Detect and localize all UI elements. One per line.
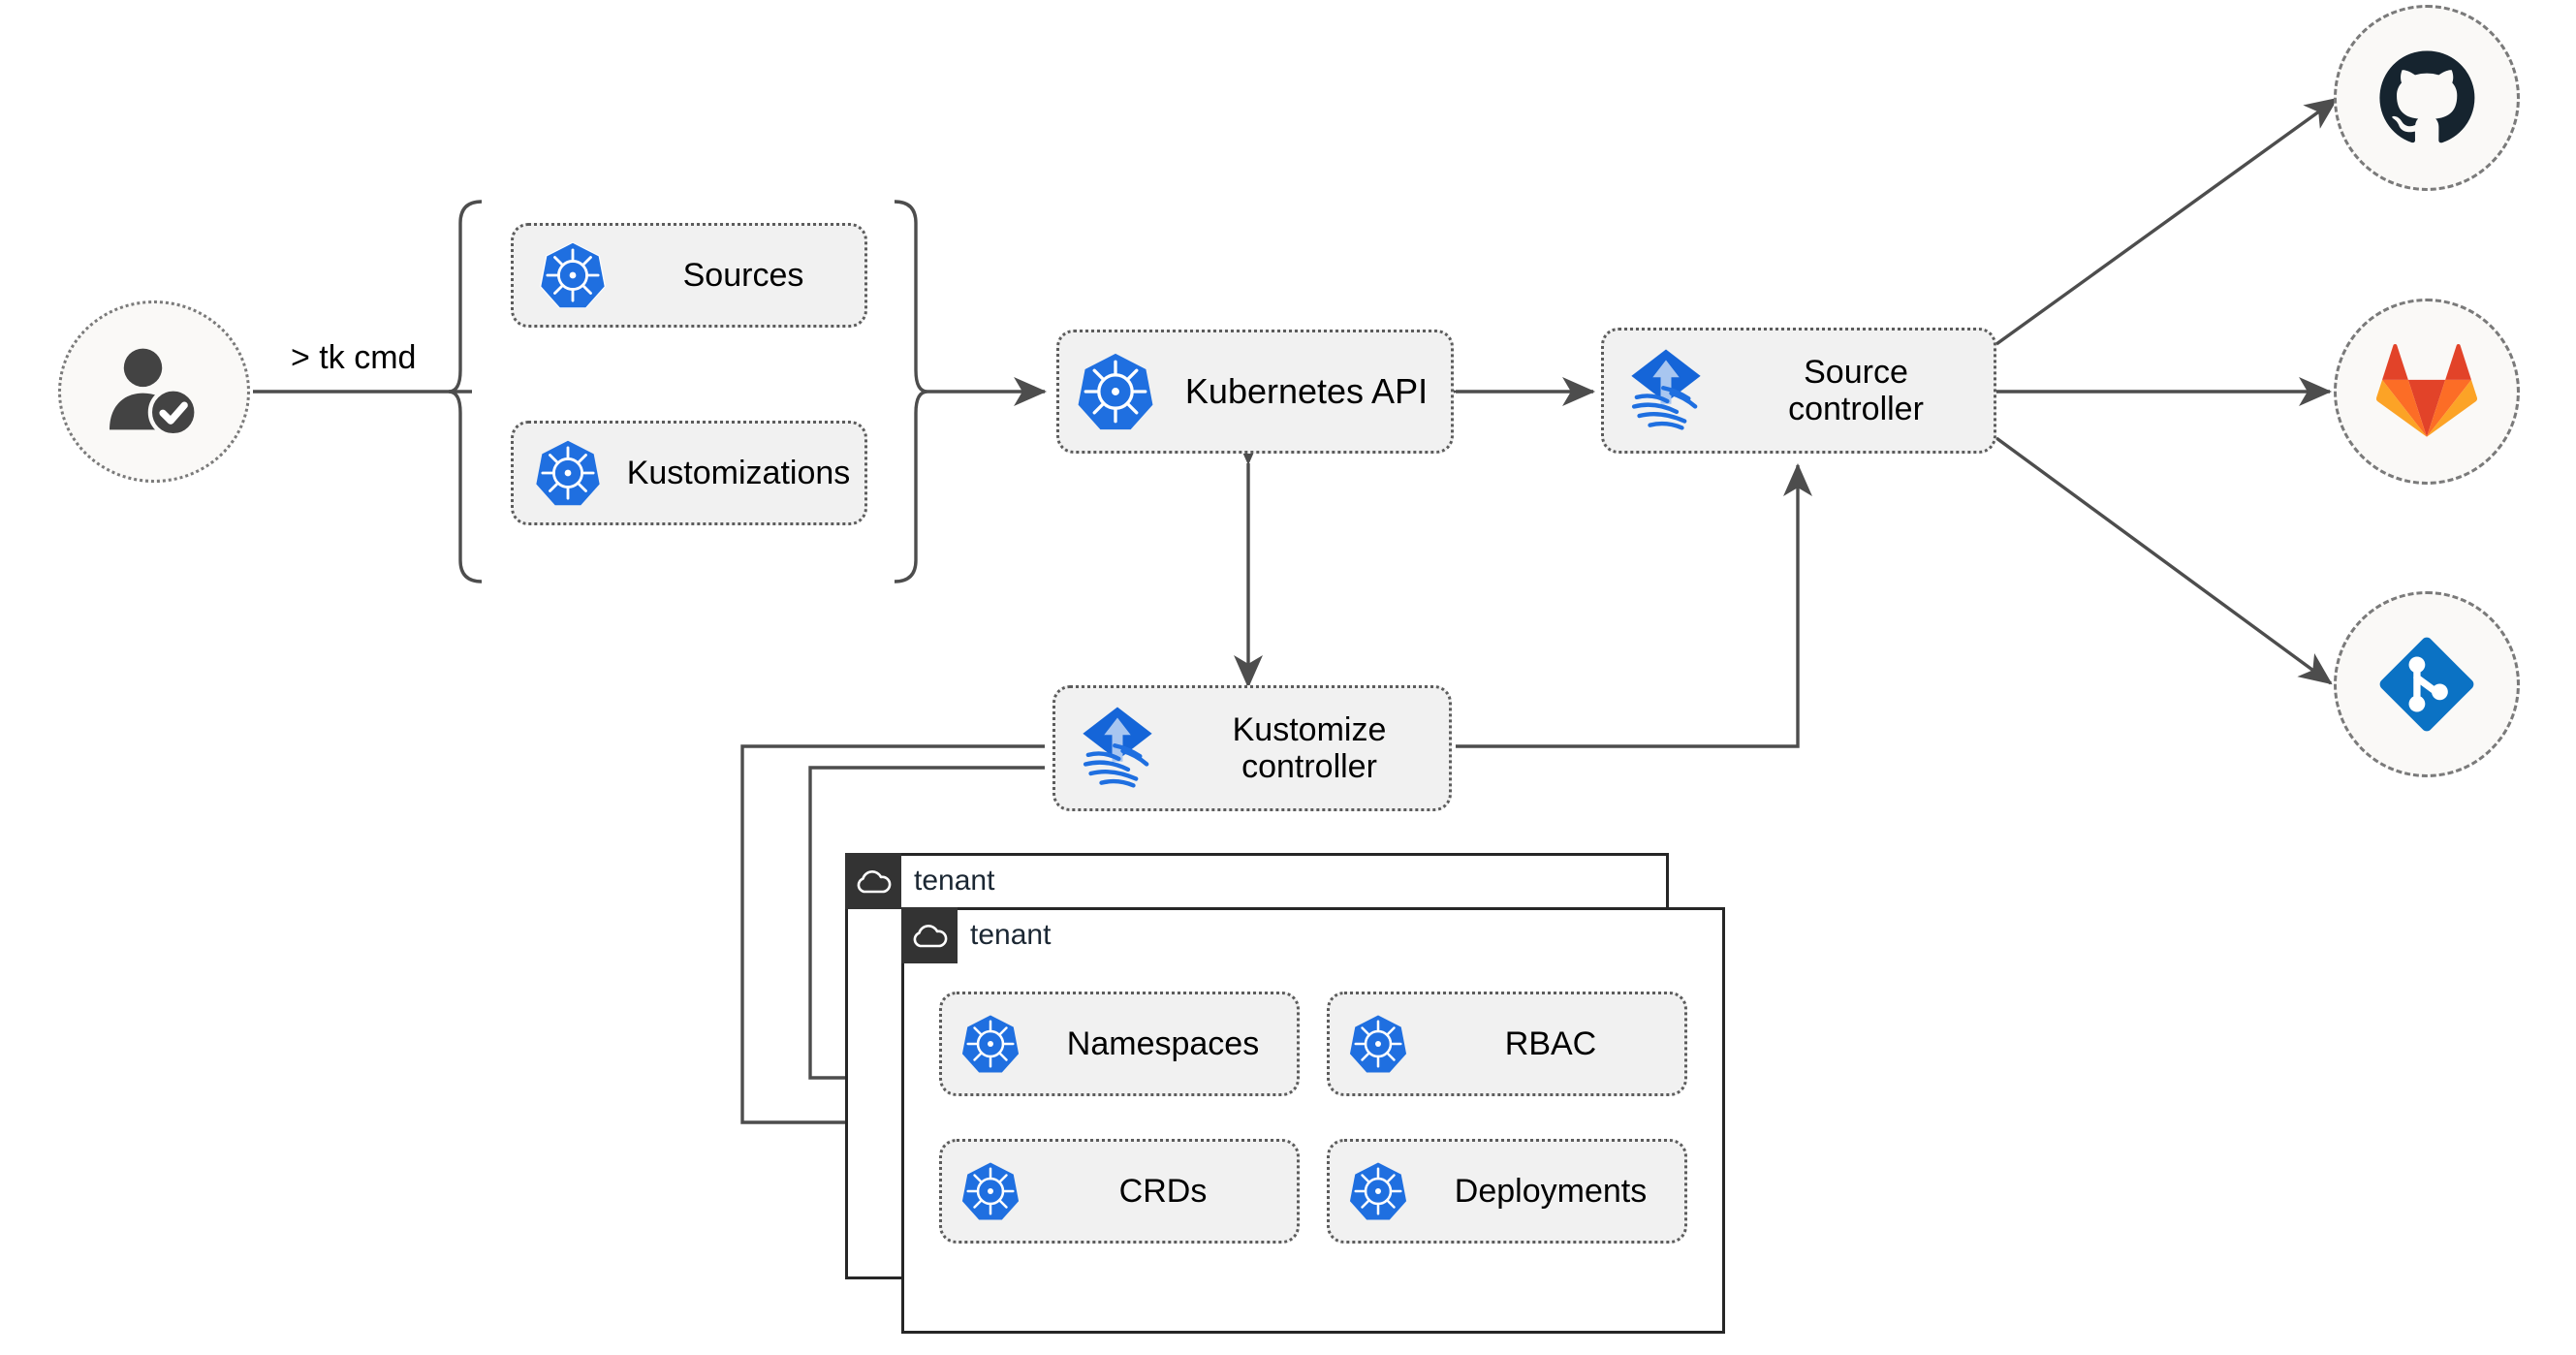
brace-left	[448, 200, 483, 583]
node-sources[interactable]: Sources	[511, 223, 867, 328]
cluster-title: tenant	[914, 865, 995, 897]
node-deployments[interactable]: Deployments	[1327, 1139, 1687, 1244]
node-label: Kubernetes API	[1184, 370, 1429, 411]
kubernetes-icon	[1330, 1159, 1427, 1223]
node-gitlab[interactable]	[2334, 299, 2520, 485]
kubernetes-icon	[942, 1159, 1039, 1223]
kubernetes-icon	[942, 1012, 1039, 1076]
flux-icon	[1055, 702, 1179, 795]
kubernetes-icon	[1330, 1012, 1427, 1076]
brace-right	[894, 200, 928, 583]
node-label: Source controller	[1788, 353, 1924, 427]
edge-source-to-github	[1995, 97, 2339, 346]
node-label: Namespaces	[1066, 1024, 1260, 1062]
edge-kustomize-to-source	[1456, 462, 1812, 748]
node-label: CRDs	[1118, 1172, 1208, 1210]
edge-source-to-azure	[1995, 436, 2333, 685]
node-label: Deployments	[1454, 1172, 1648, 1210]
node-label: Kustomize controller	[1232, 710, 1387, 785]
kubernetes-icon	[1059, 349, 1172, 434]
github-icon	[2376, 47, 2477, 148]
node-kustomizations[interactable]: Kustomizations	[511, 421, 867, 525]
node-source-controller[interactable]: Source controller	[1601, 328, 1996, 454]
cloud-icon	[854, 867, 893, 895]
node-rbac[interactable]: RBAC	[1327, 992, 1687, 1096]
cloud-icon-tab	[845, 853, 901, 909]
node-namespaces[interactable]: Namespaces	[939, 992, 1300, 1096]
command-label: > tk cmd	[291, 339, 417, 376]
gitlab-icon	[2375, 344, 2478, 439]
azure-devops-git-icon	[2372, 630, 2481, 739]
flux-icon	[1604, 344, 1728, 437]
kubernetes-icon	[514, 437, 622, 509]
cloud-icon	[910, 922, 949, 949]
node-label: Sources	[682, 256, 804, 294]
node-kubernetes-api[interactable]: Kubernetes API	[1056, 330, 1454, 454]
node-kustomize-controller[interactable]: Kustomize controller	[1052, 685, 1452, 811]
kubernetes-icon	[514, 239, 632, 311]
node-label: Kustomizations	[626, 454, 851, 491]
user-avatar[interactable]	[58, 300, 250, 483]
cloud-icon-tab	[901, 907, 958, 963]
cluster-title: tenant	[970, 919, 1052, 951]
node-crds[interactable]: CRDs	[939, 1139, 1300, 1244]
node-label: RBAC	[1504, 1024, 1597, 1062]
cluster-tenant-2[interactable]: tenant Namespaces	[901, 907, 1725, 1334]
user-check-icon	[103, 347, 205, 438]
node-github[interactable]	[2334, 5, 2520, 191]
node-azure-devops[interactable]	[2334, 591, 2520, 777]
